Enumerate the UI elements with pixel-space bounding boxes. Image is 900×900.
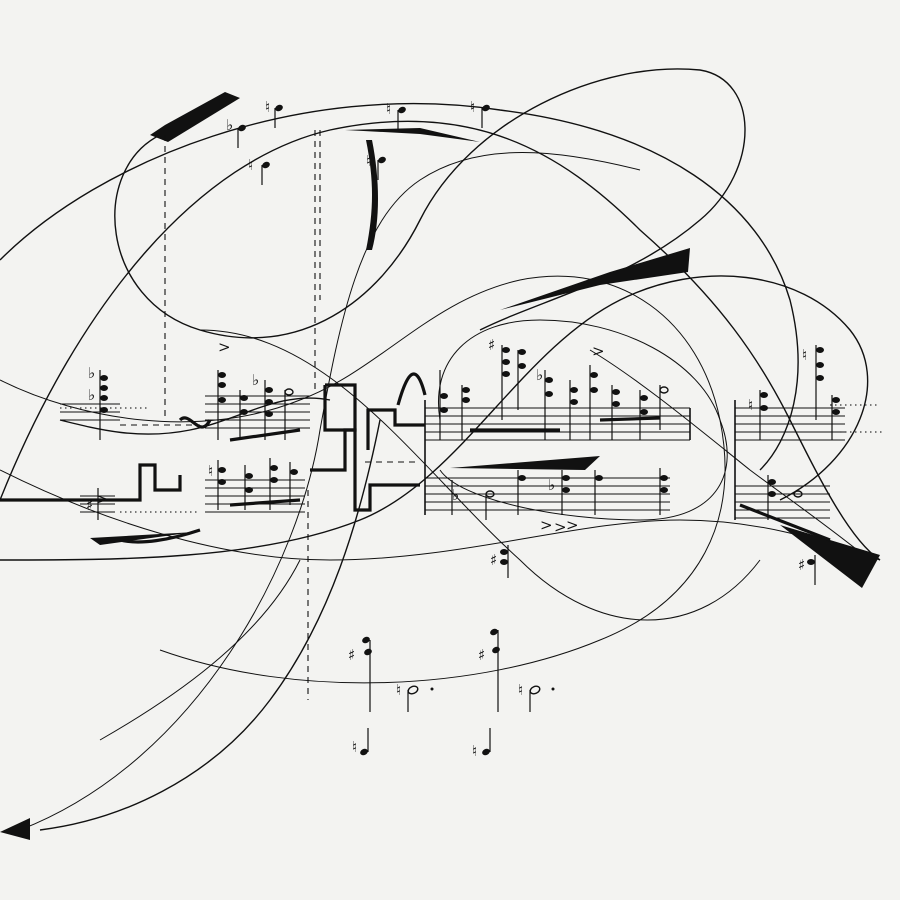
heavy-beams (0, 372, 831, 544)
chord-center-staff: ♯ > ♭ ♭ (439, 336, 669, 578)
svg-text:♭: ♭ (226, 116, 233, 134)
svg-text:♭: ♭ (536, 366, 543, 384)
note-cluster-top: ♭ ♮ ♮ ♮ ♮ ♮ (226, 98, 490, 185)
svg-text:♮: ♮ (748, 396, 753, 414)
svg-text:♮: ♮ (366, 152, 371, 170)
svg-text:♭: ♭ (452, 486, 459, 504)
dynamic-wedges (0, 92, 880, 840)
chord-clusters: ♭ ♭ ♯ > > ♭ (86, 336, 840, 585)
svg-text:♮: ♮ (352, 738, 357, 756)
svg-text:♯: ♯ (348, 646, 355, 664)
svg-text:>: > (96, 490, 109, 508)
sweeping-curves (0, 68, 881, 831)
svg-text:♮: ♮ (265, 98, 270, 116)
svg-text:♯: ♯ (478, 646, 485, 664)
barlines (424, 400, 736, 520)
svg-text:♮: ♮ (470, 98, 475, 116)
staff-left-upper (205, 395, 310, 429)
svg-text:♯: ♯ (86, 496, 93, 514)
svg-text:♮: ♮ (248, 156, 253, 174)
staff-right-lower (735, 485, 830, 519)
svg-text:♯: ♯ (488, 336, 495, 354)
staff-center-lower (425, 477, 670, 511)
dashed-guides (60, 130, 885, 700)
svg-text:♮: ♮ (396, 681, 401, 699)
chord-left-staff: > ♭ ♮ (208, 338, 298, 510)
svg-text:♮: ♮ (386, 100, 391, 118)
svg-text:>: > (540, 516, 553, 534)
svg-text:♮: ♮ (208, 462, 213, 480)
svg-text:♮: ♮ (472, 742, 477, 760)
svg-text:>: > (566, 516, 579, 534)
chord-far-left: ♭ ♭ ♯ > (86, 364, 109, 520)
svg-text:♯: ♯ (490, 551, 497, 569)
svg-text:♭: ♭ (252, 371, 259, 389)
svg-text:♭: ♭ (88, 386, 95, 404)
svg-text:♮: ♮ (802, 346, 807, 364)
svg-text:>: > (554, 518, 567, 536)
svg-text:♯: ♯ (798, 556, 805, 574)
staff-center-upper (425, 407, 690, 441)
svg-text:♭: ♭ (548, 476, 555, 494)
svg-text:>: > (592, 342, 605, 360)
staff-right-upper (735, 407, 845, 441)
svg-text:♭: ♭ (88, 364, 95, 382)
svg-text:>: > (218, 338, 231, 356)
note-cluster-bottom: ♯ ♯ ♮ ♮ ♮ ♮ (348, 628, 555, 760)
svg-text:♮: ♮ (518, 681, 523, 699)
chord-right-staff: ♮ ♮ ♯ (748, 345, 840, 585)
